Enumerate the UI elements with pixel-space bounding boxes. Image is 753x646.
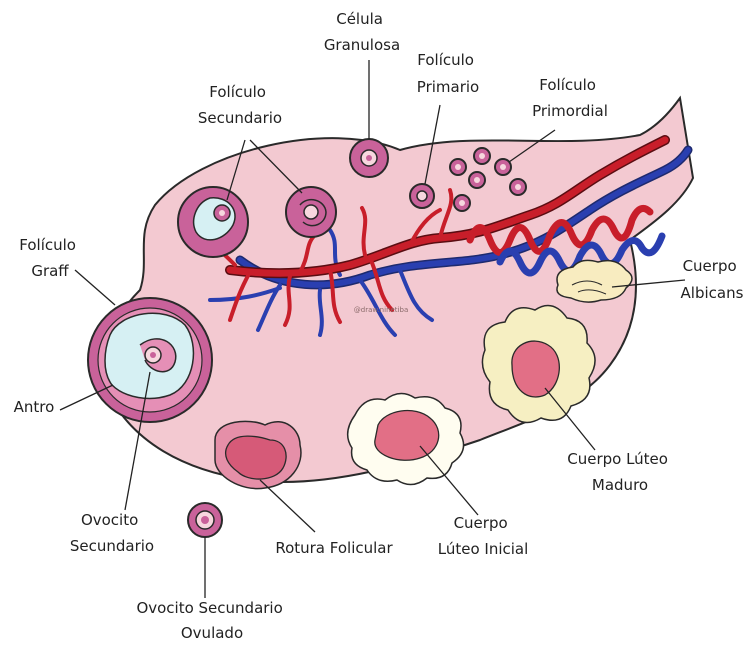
label-cuerpo-albicans: Cuerpo Albicans <box>681 257 744 302</box>
follicular-rupture <box>215 421 301 488</box>
label-foliculo-graff: Folículo Graff <box>19 236 81 280</box>
corpus-luteum-mature <box>482 306 595 423</box>
label-ovocito-secundario-ovulado: Ovocito Secundario Ovulado <box>136 599 287 642</box>
watermark: @draw.ninetiba <box>354 306 408 314</box>
label-foliculo-primordial: Folículo Primordial <box>532 76 608 120</box>
label-rotura-folicular: Rotura Folicular <box>275 539 393 557</box>
label-cuerpo-luteo-inicial: Cuerpo Lúteo Inicial <box>438 514 529 558</box>
secondary-follicle-1 <box>178 187 248 257</box>
label-cuerpo-luteo-maduro: Cuerpo Lúteo Maduro <box>567 450 673 494</box>
label-ovocito-secundario: Ovocito Secundario <box>70 511 154 555</box>
secondary-follicle-2 <box>286 187 336 237</box>
graafian-follicle <box>88 298 212 422</box>
label-foliculo-primario: Folículo Primario <box>417 51 479 96</box>
label-foliculo-secundario: Folículo Secundario <box>198 83 282 127</box>
label-antro: Antro <box>14 398 55 416</box>
primary-follicle <box>410 184 434 208</box>
label-celula-granulosa: Célula Granulosa <box>324 10 400 54</box>
granulosa-follicle <box>350 139 388 177</box>
ovulated-oocyte <box>188 503 222 537</box>
